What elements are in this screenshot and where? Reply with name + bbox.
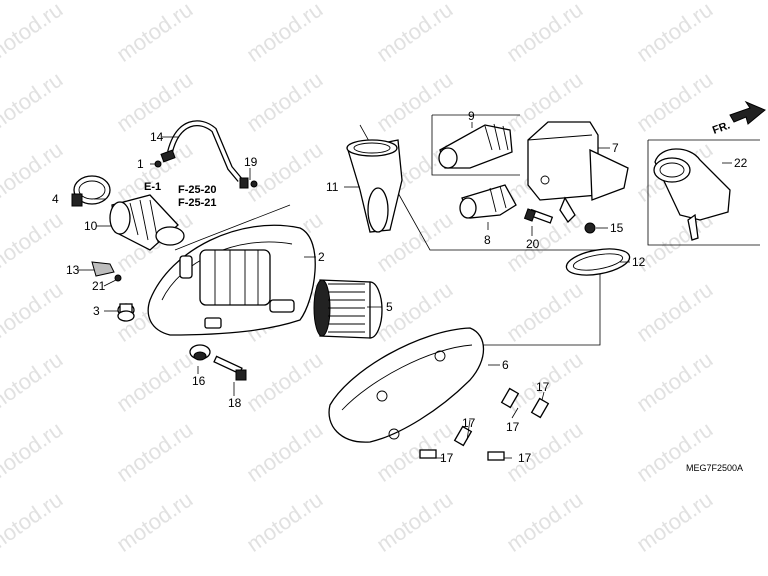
callout-10: 10 xyxy=(84,219,98,233)
part-13-bracket xyxy=(91,261,115,277)
watermark-text: motod.ru xyxy=(762,487,768,557)
callout-19: 19 xyxy=(244,155,258,169)
ref-f-25-20: F-25-20 xyxy=(178,184,217,196)
callout-2: 2 xyxy=(318,250,325,264)
watermark-text: motod.ru xyxy=(112,417,197,487)
part-18-bolt xyxy=(213,355,247,381)
callout-18: 18 xyxy=(228,396,242,410)
watermark-text: motod.ru xyxy=(372,0,457,67)
watermark-text: motod.ru xyxy=(762,0,768,67)
watermark-text: motod.ru xyxy=(0,0,67,67)
watermark-text: motod.ru xyxy=(632,0,717,67)
watermark-text: motod.ru xyxy=(112,347,197,417)
callout-20: 20 xyxy=(526,237,540,251)
callout-21: 21 xyxy=(92,279,106,293)
watermark-text: motod.ru xyxy=(502,277,587,347)
diagram-code: MEG7F2500A xyxy=(686,463,743,473)
callout-5: 5 xyxy=(386,300,393,314)
callout-1: 1 xyxy=(137,157,144,171)
part-4-clamp xyxy=(71,175,111,207)
callout-11: 11 xyxy=(326,180,339,194)
watermark-text: motod.ru xyxy=(0,417,67,487)
watermark-text: motod.ru xyxy=(762,277,768,347)
watermark-text: motod.ru xyxy=(762,207,768,277)
watermark-text: motod.ru xyxy=(632,347,717,417)
watermark-text: motod.ru xyxy=(502,0,587,67)
callout-17c: 17 xyxy=(462,416,476,430)
callout-14: 14 xyxy=(150,130,164,144)
watermark-text: motod.ru xyxy=(0,67,67,137)
part-19-clip xyxy=(250,180,258,188)
part-9-duct xyxy=(438,123,513,169)
watermark-text: motod.ru xyxy=(0,347,67,417)
watermark-text: motod.ru xyxy=(762,347,768,417)
callout-12: 12 xyxy=(632,255,646,269)
part-17-bolts xyxy=(419,387,550,461)
watermark-text: motod.ru xyxy=(762,67,768,137)
part-8-duct xyxy=(459,184,517,219)
part-6-cover xyxy=(328,327,484,443)
callout-3: 3 xyxy=(93,304,100,318)
callout-17a: 17 xyxy=(536,380,550,394)
part-14-breather-tube xyxy=(160,120,249,189)
watermark-text: motod.ru xyxy=(242,137,327,207)
part-22-air-intake xyxy=(653,148,731,241)
callout-4: 4 xyxy=(52,192,59,206)
part-21-nut xyxy=(114,274,122,282)
ref-f-25-21: F-25-21 xyxy=(178,197,217,209)
part-16-grommet xyxy=(189,344,211,361)
callout-22: 22 xyxy=(734,156,748,170)
watermark-text: motod.ru xyxy=(372,67,457,137)
watermark-text: motod.ru xyxy=(112,487,197,557)
front-direction-label: FR. xyxy=(711,119,732,136)
watermark-text: motod.ru xyxy=(372,487,457,557)
watermark-text: motod.ru xyxy=(632,67,717,137)
part-5-air-filter xyxy=(313,279,383,339)
front-direction-arrow xyxy=(729,100,766,125)
watermark-text: motod.ru xyxy=(0,277,67,347)
watermark-text: motod.ru xyxy=(242,417,327,487)
watermark-text: motod.ru xyxy=(632,487,717,557)
part-3-grommet xyxy=(117,303,135,322)
bracket-box-9 xyxy=(431,115,520,176)
callout-17b: 17 xyxy=(506,420,520,434)
part-12-seal xyxy=(565,248,631,276)
callout-17e: 17 xyxy=(518,451,532,465)
watermark-text: motod.ru xyxy=(632,417,717,487)
callout-16: 16 xyxy=(192,374,206,388)
part-11-intake-duct xyxy=(346,139,403,233)
part-15-nut xyxy=(584,222,596,234)
callout-13: 13 xyxy=(66,263,80,277)
callout-7: 7 xyxy=(612,141,619,155)
connector-line-f25 xyxy=(174,204,291,251)
callout-15: 15 xyxy=(610,221,624,235)
part-7-resonator xyxy=(527,121,629,224)
watermark-text: motod.ru xyxy=(632,277,717,347)
watermark-text: motod.ru xyxy=(112,0,197,67)
watermark-text: motod.ru xyxy=(0,487,67,557)
watermark-text: motod.ru xyxy=(242,67,327,137)
watermark-text: motod.ru xyxy=(502,487,587,557)
callout-17d: 17 xyxy=(440,451,454,465)
leader-lines xyxy=(78,122,732,459)
part-2-air-cleaner-housing xyxy=(147,224,316,336)
bracket-box-22 xyxy=(647,140,760,246)
ref-e1: E-1 xyxy=(144,181,161,193)
watermark-text: motod.ru xyxy=(242,347,327,417)
part-10-intake-boot xyxy=(109,194,185,251)
watermark-text: motod.ru xyxy=(762,417,768,487)
callout-8: 8 xyxy=(484,233,491,247)
callout-6: 6 xyxy=(502,358,509,372)
watermark-text: motod.ru xyxy=(242,487,327,557)
watermark-text: motod.ru xyxy=(762,137,768,207)
callout-9: 9 xyxy=(468,109,475,123)
watermark-text: motod.ru xyxy=(242,0,327,67)
part-20-bolt xyxy=(523,208,554,224)
watermark-text: motod.ru xyxy=(0,207,67,277)
